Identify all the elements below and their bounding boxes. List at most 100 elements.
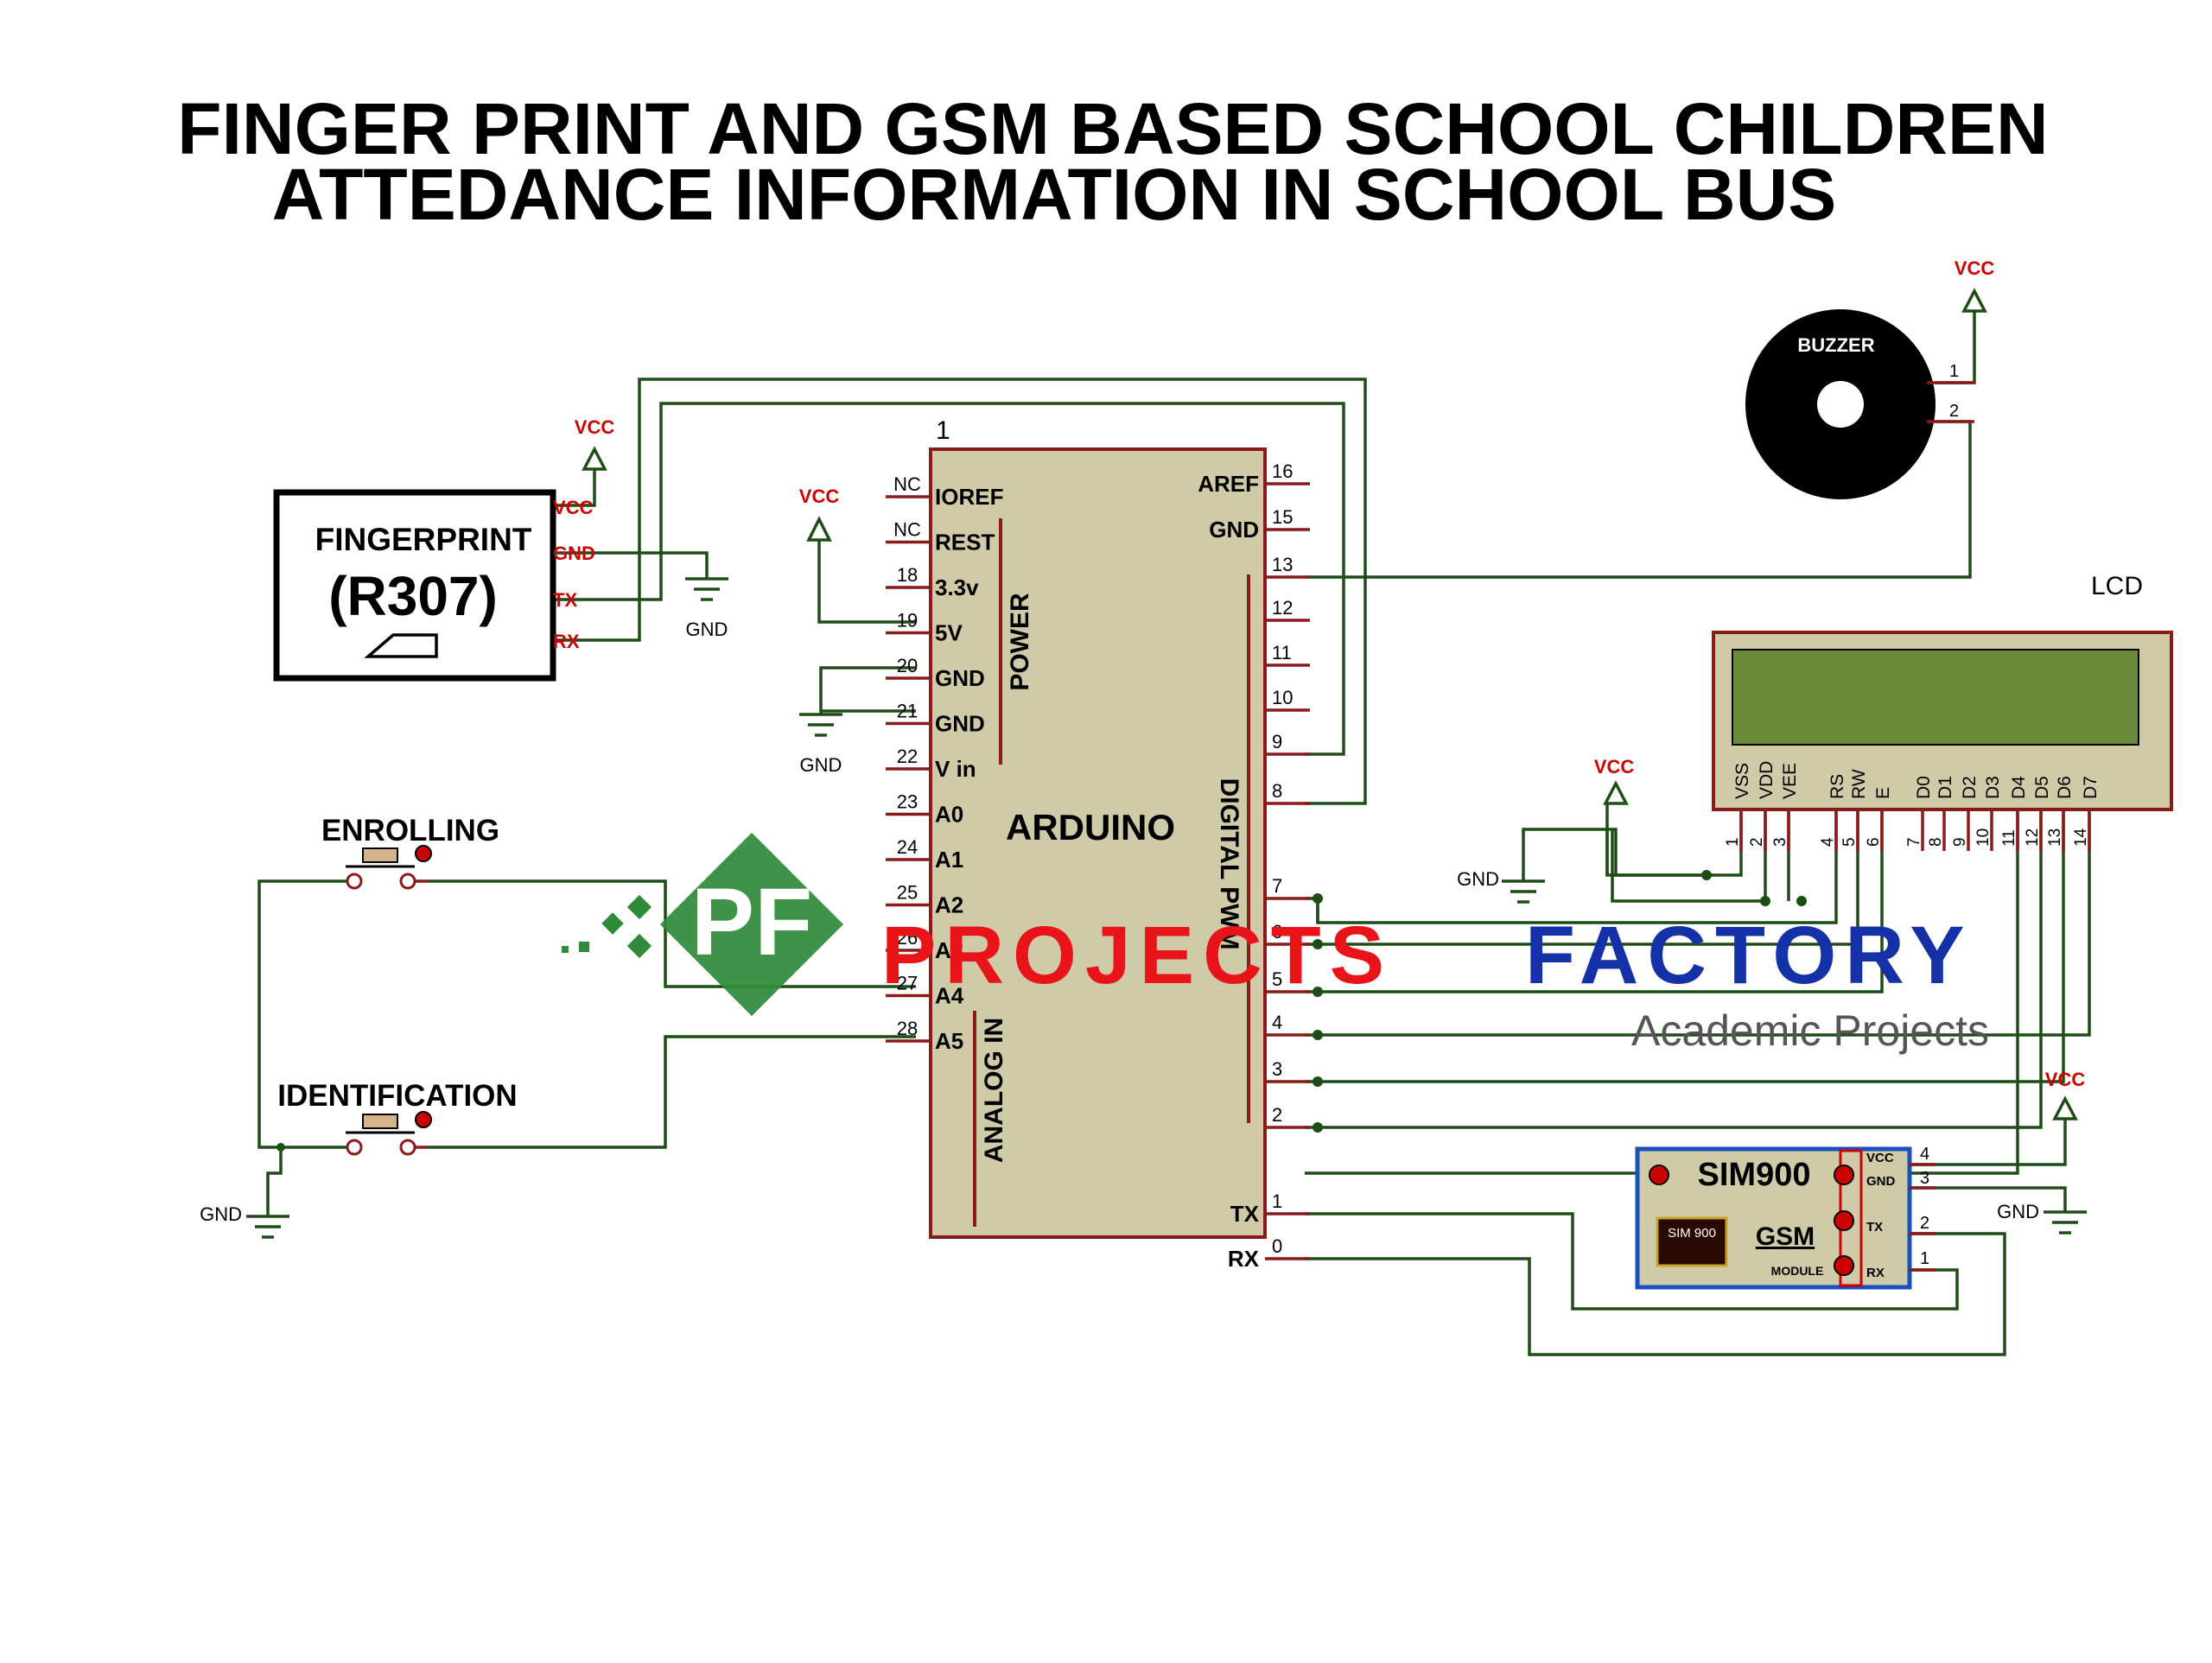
vcc-symbol: VCC	[799, 486, 840, 542]
lcd-screen	[1732, 649, 2139, 746]
svg-text:25: 25	[897, 882, 918, 904]
lcd-pin: D7 14	[2072, 776, 2101, 851]
svg-text:TX: TX	[1866, 1220, 1883, 1235]
svg-text:2: 2	[1920, 1214, 1929, 1233]
identification-button: IDENTIFICATION	[277, 1079, 518, 1156]
gnd-symbol: GND	[200, 1203, 289, 1239]
fingerprint-pin-gnd: GND	[553, 543, 595, 564]
lcd-pin: RS4	[1819, 774, 1847, 851]
fingerprint-pin-rx: RX	[553, 631, 580, 652]
svg-text:VCC: VCC	[1955, 257, 1995, 279]
arduino-ref: 1	[936, 416, 950, 445]
svg-text:VCC: VCC	[1594, 756, 1635, 778]
svg-text:3: 3	[1272, 1058, 1282, 1080]
svg-text:GND: GND	[1457, 868, 1499, 890]
gsm-chip: SIM 900	[1668, 1226, 1716, 1241]
svg-text:GND: GND	[200, 1203, 242, 1225]
enroll-label: ENROLLING	[321, 814, 499, 847]
svg-text:VDD: VDD	[1757, 761, 1777, 799]
fingerprint-title: FINGERPRINT	[315, 522, 532, 557]
arduino-pin-right: 4	[1265, 1012, 1310, 1037]
fingerprint-pin-vcc: VCC	[553, 497, 594, 518]
svg-text:VCC: VCC	[2045, 1069, 2086, 1090]
svg-text:4: 4	[1272, 1012, 1282, 1033]
pf-logo: PF	[562, 832, 844, 1017]
svg-text:D6: D6	[2055, 776, 2075, 799]
enroll-button: ENROLLING	[321, 814, 499, 890]
svg-text:VCC: VCC	[1866, 1151, 1894, 1165]
buzzer: BUZZER 1 2	[1745, 309, 1974, 499]
svg-text:5: 5	[1272, 968, 1282, 990]
svg-text:1: 1	[1724, 837, 1742, 847]
arduino-pin-right: 2	[1265, 1104, 1310, 1129]
buzzer-label: BUZZER	[1797, 334, 1874, 356]
svg-text:22: 22	[897, 746, 918, 767]
title-line-2: ATTEDANCE INFORMATION IN SCHOOL BUS	[272, 154, 1837, 235]
svg-text:18: 18	[897, 564, 918, 586]
lcd-label: LCD	[2091, 572, 2143, 600]
svg-text:VCC: VCC	[799, 486, 840, 507]
svg-text:15: 15	[1272, 506, 1293, 528]
svg-text:24: 24	[897, 836, 918, 858]
brand-projects: PROJECTS	[881, 910, 1393, 1001]
wires	[257, 311, 2091, 1356]
svg-text:27: 27	[897, 973, 918, 994]
svg-text:NC: NC	[893, 519, 921, 541]
svg-text:AREF: AREF	[1198, 471, 1259, 497]
gsm-module: SIM900 SIM 900 GSM MODULE VCC GND TX RX …	[1635, 1145, 1936, 1290]
arduino-pin-right: 6	[1265, 921, 1310, 946]
arduino-name: ARDUINO	[1006, 807, 1175, 847]
svg-text:10: 10	[1272, 687, 1293, 708]
svg-text:A3: A3	[935, 937, 963, 963]
svg-text:GND: GND	[1997, 1201, 2039, 1222]
arduino-pin-right: 0RX	[1228, 1235, 1310, 1272]
svg-text:14: 14	[2072, 828, 2090, 847]
gnd-symbol: GND	[1997, 1201, 2087, 1235]
arduino-pin-right: 10	[1265, 687, 1310, 712]
svg-text:7: 7	[1272, 875, 1282, 897]
fingerprint-body	[273, 489, 556, 682]
svg-text:GND: GND	[935, 711, 985, 737]
title-line-1: FINGER PRINT AND GSM BASED SCHOOL CHILDR…	[177, 88, 2048, 169]
svg-text:TX: TX	[1230, 1201, 1260, 1227]
arduino-pin-right: 9	[1265, 731, 1310, 756]
svg-text:10: 10	[1974, 828, 1993, 847]
svg-text:A5: A5	[935, 1028, 963, 1054]
arduino-pin-right: 13	[1265, 554, 1310, 579]
lcd-pin: D07	[1905, 776, 1934, 851]
svg-text:A4: A4	[935, 983, 964, 1009]
svg-text:9: 9	[1951, 837, 1969, 847]
svg-text:E: E	[1873, 787, 1893, 799]
svg-text:GND: GND	[1866, 1174, 1896, 1189]
lcd-pin: D18	[1927, 776, 1955, 851]
lcd-pin: E6	[1865, 787, 1893, 851]
lcd-pin: D2 9	[1951, 776, 1980, 851]
svg-text:1: 1	[1920, 1249, 1929, 1268]
svg-text:GND: GND	[1209, 517, 1259, 543]
svg-text:VSS: VSS	[1732, 763, 1752, 799]
svg-text:5: 5	[1840, 837, 1859, 847]
lcd-display: LCD VSS1VDD2VEE3RS4RW5E6D07D18D29D310D41…	[1712, 572, 2173, 851]
arduino-pin-right: 5	[1265, 968, 1310, 993]
svg-text:RW: RW	[1849, 769, 1869, 799]
fingerprint-pin-tx: TX	[553, 589, 577, 611]
svg-text:7: 7	[1905, 837, 1923, 847]
arduino-board: 1 ARDUINO POWER DIGITAL PWM ANALOG IN NC…	[886, 416, 1310, 1272]
svg-text:8: 8	[1927, 837, 1945, 847]
svg-text:9: 9	[1272, 731, 1282, 752]
svg-text:8: 8	[1272, 780, 1282, 802]
svg-text:D2: D2	[1960, 776, 1980, 799]
svg-text:D7: D7	[2081, 776, 2101, 799]
svg-text:11: 11	[1272, 642, 1292, 663]
svg-text:VCC: VCC	[575, 416, 615, 438]
svg-text:D3: D3	[1983, 776, 2003, 799]
